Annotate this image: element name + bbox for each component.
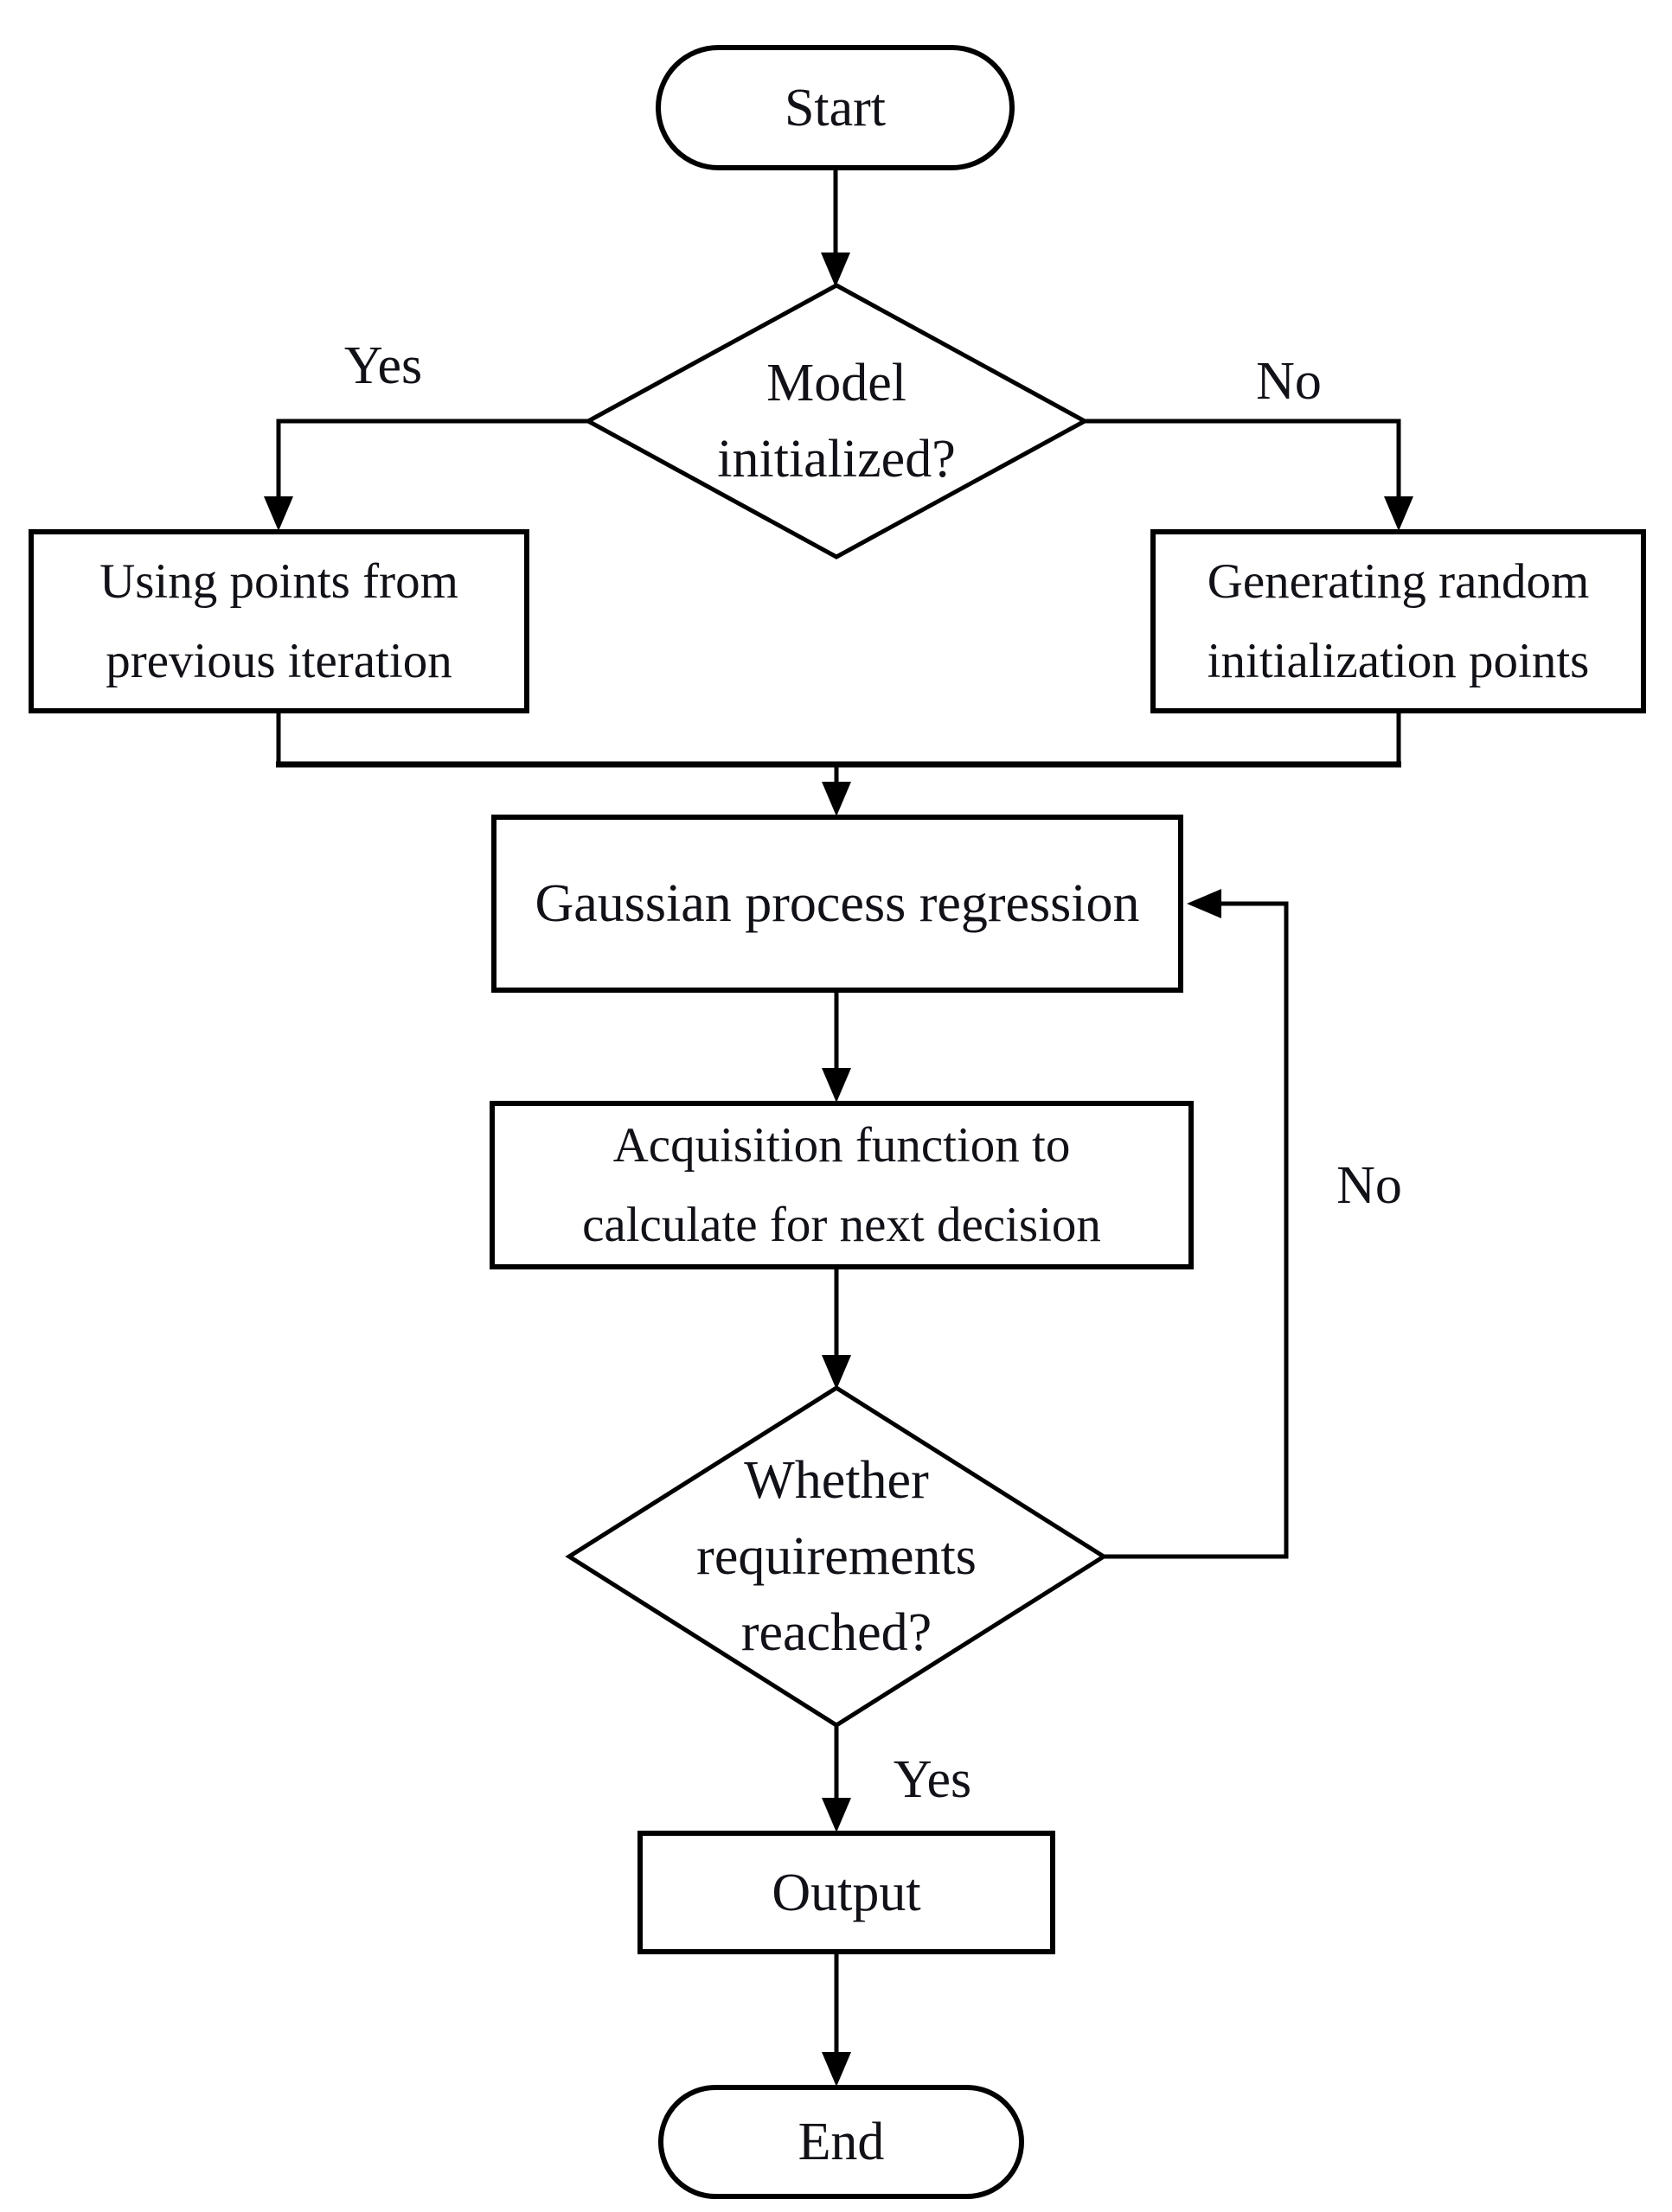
acquisition-function-node: Acquisition function to calculate for ne… <box>490 1101 1194 1269</box>
edge-decision-yes-branch <box>276 419 590 502</box>
output-node: Output <box>637 1831 1055 1954</box>
decision-model-initialized-label: Model initialized? <box>577 335 1096 508</box>
edge-no-feedback-loop <box>1104 901 1289 1559</box>
arrowhead-into-init-decision <box>821 253 850 287</box>
edge-label-init-no: No <box>1256 352 1322 411</box>
edge-label-req-yes: Yes <box>893 1750 972 1809</box>
arrowhead-into-leftbox <box>264 496 293 531</box>
arrowhead-feedback-into-gpr <box>1187 889 1221 918</box>
process-line: Acquisition function to <box>612 1117 1071 1173</box>
end-label: End <box>798 2113 885 2171</box>
process-line: Output <box>772 1863 921 1922</box>
decision-model-initialized-shape <box>583 283 1090 559</box>
process-line: Generating random <box>1207 553 1590 609</box>
edge-label-init-yes: Yes <box>343 336 423 395</box>
edge-label-loop-no: No <box>1336 1156 1402 1215</box>
arrowhead-into-output <box>822 1798 851 1832</box>
arrowhead-into-end <box>822 2052 851 2087</box>
process-line: initialization points <box>1207 633 1590 688</box>
edge-decision-no-branch <box>1085 419 1401 502</box>
use-previous-points-node: Using points from previous iteration <box>29 529 529 713</box>
arrowhead-into-rightbox <box>1384 496 1413 531</box>
end-node: End <box>658 2085 1024 2199</box>
decision-line: requirements <box>696 1527 977 1586</box>
decision-line: Model <box>766 354 906 412</box>
decision-line: reached? <box>740 1603 932 1662</box>
generate-random-points-node: Generating random initialization points <box>1150 529 1646 713</box>
arrowhead-into-req-decision <box>822 1355 851 1390</box>
arrowhead-into-acquisition <box>822 1068 851 1103</box>
gaussian-process-regression-node: Gaussian process regression <box>491 815 1183 993</box>
decision-line: Whether <box>744 1451 929 1510</box>
arrowhead-into-gpr <box>822 782 851 816</box>
start-label: Start <box>784 78 887 137</box>
decision-requirements-reached-shape <box>565 1385 1108 1728</box>
process-line: Using points from <box>99 553 458 609</box>
start-node: Start <box>656 45 1015 170</box>
process-line: previous iteration <box>106 633 452 688</box>
process-line: calculate for next decision <box>582 1197 1101 1252</box>
process-line: Gaussian process regression <box>535 874 1140 933</box>
decision-line: initialized? <box>717 430 956 489</box>
decision-requirements-reached-label: Whether requirements reached? <box>577 1435 1096 1678</box>
